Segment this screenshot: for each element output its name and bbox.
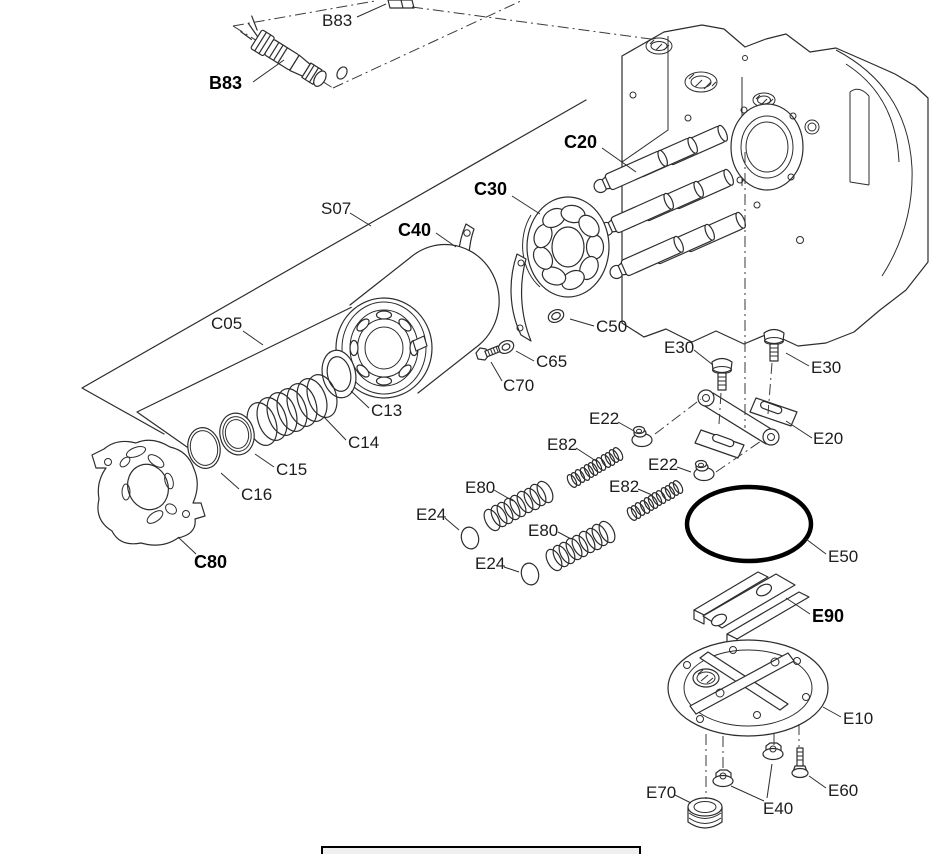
label-c70: C70	[503, 376, 535, 395]
label-c05: C05	[211, 314, 243, 333]
label-e82-top: E82	[547, 435, 578, 454]
part-c70-bolt	[475, 345, 501, 361]
leader-c40	[435, 232, 457, 248]
leader-e30-right	[785, 352, 810, 367]
leader-b83-ref	[356, 3, 387, 18]
leader-e24-bottom	[503, 566, 520, 573]
part-e60-bolt	[791, 747, 809, 779]
leader-c14	[323, 416, 347, 441]
leader-e24-top	[444, 517, 460, 531]
label-b83: B83	[209, 73, 243, 93]
label-e80-bottom: E80	[528, 521, 559, 540]
leader-c16	[220, 472, 240, 490]
b83-oring	[336, 66, 348, 80]
leader-c80	[177, 536, 197, 555]
leader-e70	[674, 794, 692, 804]
leader-e82-bottom	[637, 488, 653, 496]
b83-port-box	[387, 0, 415, 9]
part-e40-nut-lower	[712, 769, 734, 788]
footer-box	[321, 846, 641, 854]
leader-c13	[350, 390, 370, 409]
part-c15-ring	[219, 412, 255, 456]
bearing-key-tab	[412, 335, 428, 352]
label-e80-top: E80	[465, 478, 496, 497]
part-e70-cap	[687, 797, 723, 829]
leader-e22-left	[617, 421, 635, 432]
label-e40: E40	[763, 799, 794, 818]
leader-c50	[569, 318, 595, 327]
part-c80-valve-plate	[91, 439, 206, 546]
part-e22-grommet-left	[631, 425, 653, 448]
label-c50: C50	[596, 317, 628, 336]
leader-e80-bottom	[557, 531, 572, 540]
part-c30-retainer-plate	[522, 196, 610, 298]
label-c30: C30	[474, 179, 508, 199]
leader-e40	[730, 763, 773, 802]
leader-b83	[252, 59, 285, 83]
label-c13: C13	[371, 401, 403, 420]
label-e70: E70	[646, 783, 677, 802]
leader-e90	[785, 597, 811, 615]
part-c50-bushing	[547, 308, 565, 324]
leader-e30-left	[693, 349, 714, 366]
label-e90: E90	[812, 606, 845, 626]
part-e90-slider-plate	[693, 571, 810, 649]
part-c05-cylinder-block	[335, 243, 500, 399]
part-s07-swash-plate	[81, 99, 587, 448]
leader-c70	[490, 361, 503, 382]
part-e10-cover-plate	[667, 639, 829, 737]
label-e82-bottom: E82	[609, 477, 640, 496]
label-e60: E60	[828, 781, 859, 800]
label-s07: S07	[321, 199, 352, 218]
label-c40: C40	[398, 220, 432, 240]
label-e30-right: E30	[811, 358, 842, 377]
part-e24-disc-top	[460, 526, 480, 550]
label-e22-left: E22	[589, 409, 620, 428]
label-e24-bottom: E24	[475, 554, 506, 573]
label-c65: C65	[536, 352, 568, 371]
leader-lines	[177, 3, 842, 804]
leader-e20	[785, 420, 813, 439]
part-c16-ring	[187, 427, 221, 469]
label-c16: C16	[241, 485, 273, 504]
part-e24-disc-bottom	[520, 562, 540, 586]
leader-c05	[242, 330, 264, 346]
leader-e82-top	[575, 447, 597, 462]
part-e20-bracket	[694, 389, 798, 459]
label-c14: C14	[348, 433, 380, 452]
label-c20: C20	[564, 132, 598, 152]
part-e30-bolt-left	[711, 357, 733, 391]
part-e30-bolt-right	[763, 328, 785, 362]
label-e50: E50	[828, 547, 859, 566]
label-e24-top: E24	[416, 505, 447, 524]
leader-e50	[805, 538, 827, 555]
leader-e60	[808, 775, 827, 789]
part-e22-grommet-right	[693, 459, 715, 482]
leader-s07	[349, 212, 372, 227]
label-e20: E20	[813, 429, 844, 448]
part-e40-nut-upper	[762, 742, 784, 761]
label-b83-ref: B83	[322, 11, 353, 30]
assembly-centerlines-dashdot	[654, 152, 800, 799]
leader-c65	[515, 350, 535, 362]
leader-c20	[601, 147, 637, 173]
label-c80: C80	[194, 552, 228, 572]
label-c15: C15	[276, 460, 308, 479]
leader-e22-right	[676, 466, 692, 473]
leader-e10	[822, 706, 842, 718]
label-e10: E10	[843, 709, 874, 728]
leader-c15	[254, 453, 275, 468]
leader-e80-top	[493, 489, 514, 502]
leader-c30	[511, 195, 541, 215]
label-e30-left: E30	[664, 338, 695, 357]
part-c13-washer	[321, 349, 357, 399]
part-b83-sensor	[240, 15, 348, 87]
part-e50-oring	[684, 484, 814, 564]
part-pump-housing	[621, 24, 929, 347]
label-e22-right: E22	[648, 455, 679, 474]
part-c65-washer	[497, 339, 515, 355]
